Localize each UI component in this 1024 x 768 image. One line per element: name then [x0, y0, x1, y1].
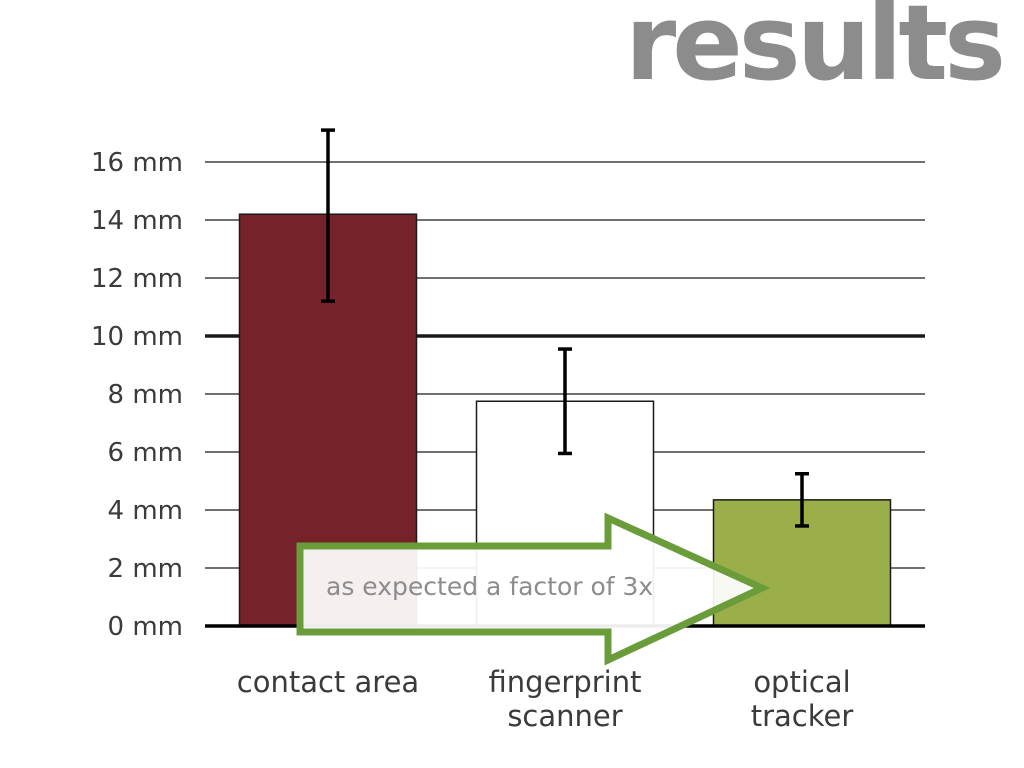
- label-layer: 0 mm 2 mm 4 mm 6 mm 8 mm 10 mm 12 mm 14 mm 16 mm…: [91, 148, 853, 733]
- y-tick-label: 2 mm: [108, 554, 183, 584]
- x-category-label: fingerprint: [489, 665, 642, 699]
- callout-arrow: as expected a factor of 3x: [296, 512, 771, 666]
- x-category-label: scanner: [507, 699, 622, 733]
- x-category-label: optical: [753, 665, 850, 699]
- callout-text: as expected a factor of 3x: [326, 572, 653, 601]
- y-tick-label: 12 mm: [91, 264, 183, 294]
- y-tick-label: 16 mm: [91, 148, 183, 178]
- y-tick-label: 10 mm: [91, 322, 183, 352]
- slide-title: results: [624, 0, 1006, 104]
- y-tick-label: 0 mm: [108, 612, 183, 642]
- x-category-label: contact area: [237, 665, 419, 699]
- y-tick-label: 4 mm: [108, 496, 183, 526]
- error-bar-layer: [321, 128, 809, 528]
- x-category-label: tracker: [751, 699, 854, 733]
- callout-arrow-shape: [296, 512, 771, 666]
- y-tick-label: 8 mm: [108, 380, 183, 410]
- y-tick-label: 14 mm: [91, 206, 183, 236]
- y-tick-label: 6 mm: [108, 438, 183, 468]
